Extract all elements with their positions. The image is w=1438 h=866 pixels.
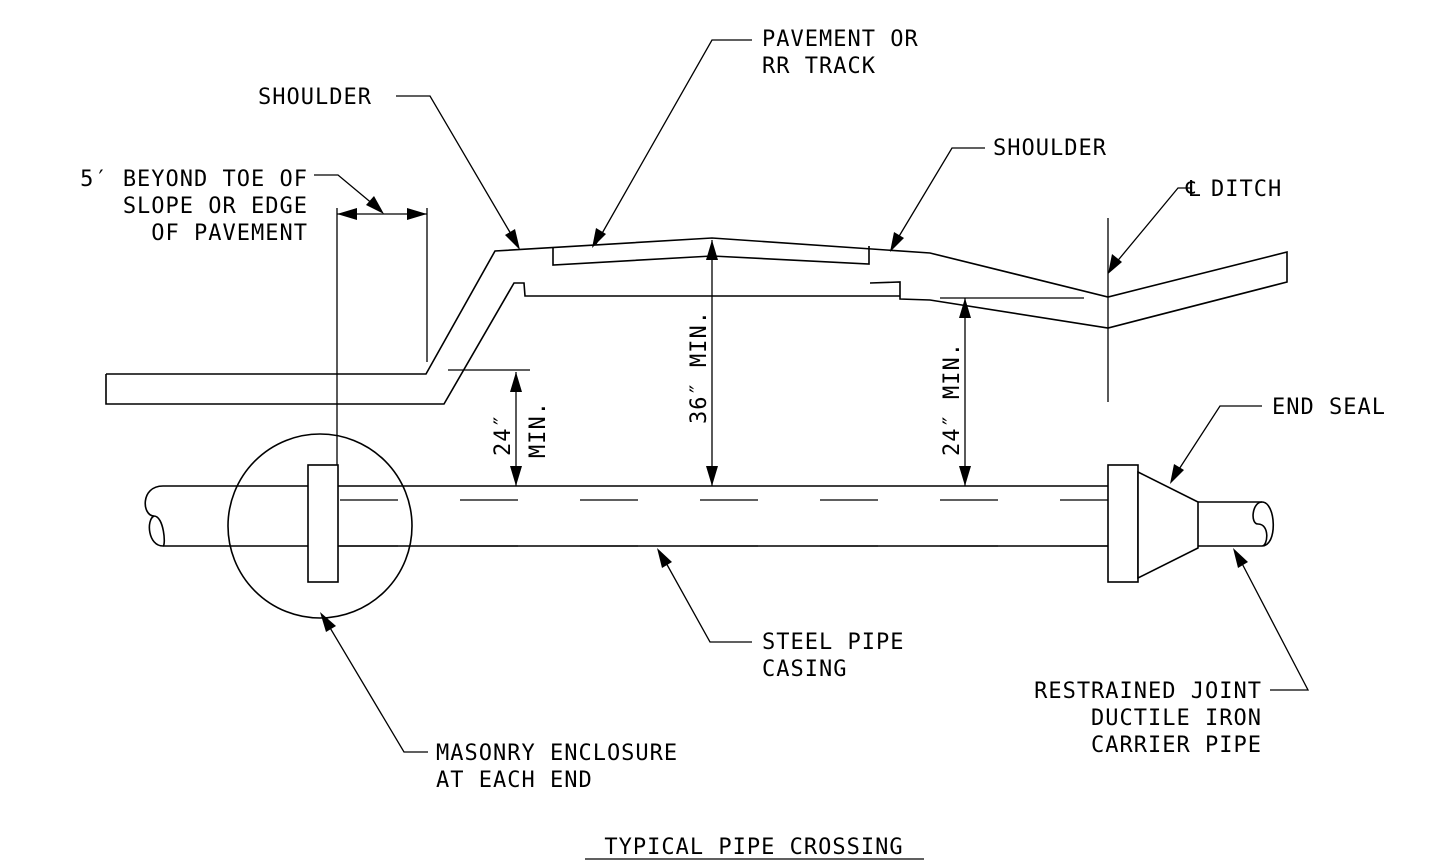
left-cover-dim-line1: 24″ (491, 413, 516, 456)
masonry-label-line2: AT EACH END (436, 768, 593, 793)
shoulder-left-label: SHOULDER (258, 85, 372, 110)
steel-pipe-casing (144, 433, 1274, 619)
steel-casing-label-line2: CASING (762, 657, 847, 682)
ditch-label: DITCH (1211, 177, 1282, 202)
center-cover-dim: 36″ MIN. (687, 310, 712, 424)
carrier-pipe-label-line3: CARRIER PIPE (1091, 733, 1262, 758)
beyond-toe-label-line3: OF PAVEMENT (151, 221, 308, 246)
leaders (314, 39, 1310, 753)
right-end-block (1107, 464, 1139, 583)
masonry-enclosure-circle (227, 433, 413, 619)
extension-lines (336, 208, 1084, 465)
left-end-block (307, 464, 339, 583)
end-seal-label: END SEAL (1272, 395, 1386, 420)
carrier-pipe-label-line2: DUCTILE IRON (1091, 706, 1262, 731)
steel-casing-label-line1: STEEL PIPE (762, 630, 904, 655)
pavement-label-line1: PAVEMENT OR (762, 27, 919, 52)
shoulder-right-label: SHOULDER (993, 136, 1107, 161)
left-cover-dim-line2: MIN. (526, 401, 551, 458)
annotations: PAVEMENT OR RR TRACK SHOULDER SHOULDER 5… (80, 27, 1386, 860)
centerline-symbol: ℄ (1185, 177, 1201, 202)
end-seal-cone (1137, 470, 1199, 580)
beyond-toe-label-line2: SLOPE OR EDGE (123, 194, 308, 219)
pavement-label-line2: RR TRACK (762, 54, 876, 79)
right-cover-dim: 24″ MIN. (940, 342, 965, 456)
beyond-toe-label-line1: 5′ BEYOND TOE OF (80, 167, 308, 192)
masonry-label-line1: MASONRY ENCLOSURE (436, 741, 678, 766)
carrier-pipe-label-line1: RESTRAINED JOINT (1034, 679, 1262, 704)
dimension-lines (337, 208, 971, 486)
drawing-title: TYPICAL PIPE CROSSING (604, 835, 903, 860)
